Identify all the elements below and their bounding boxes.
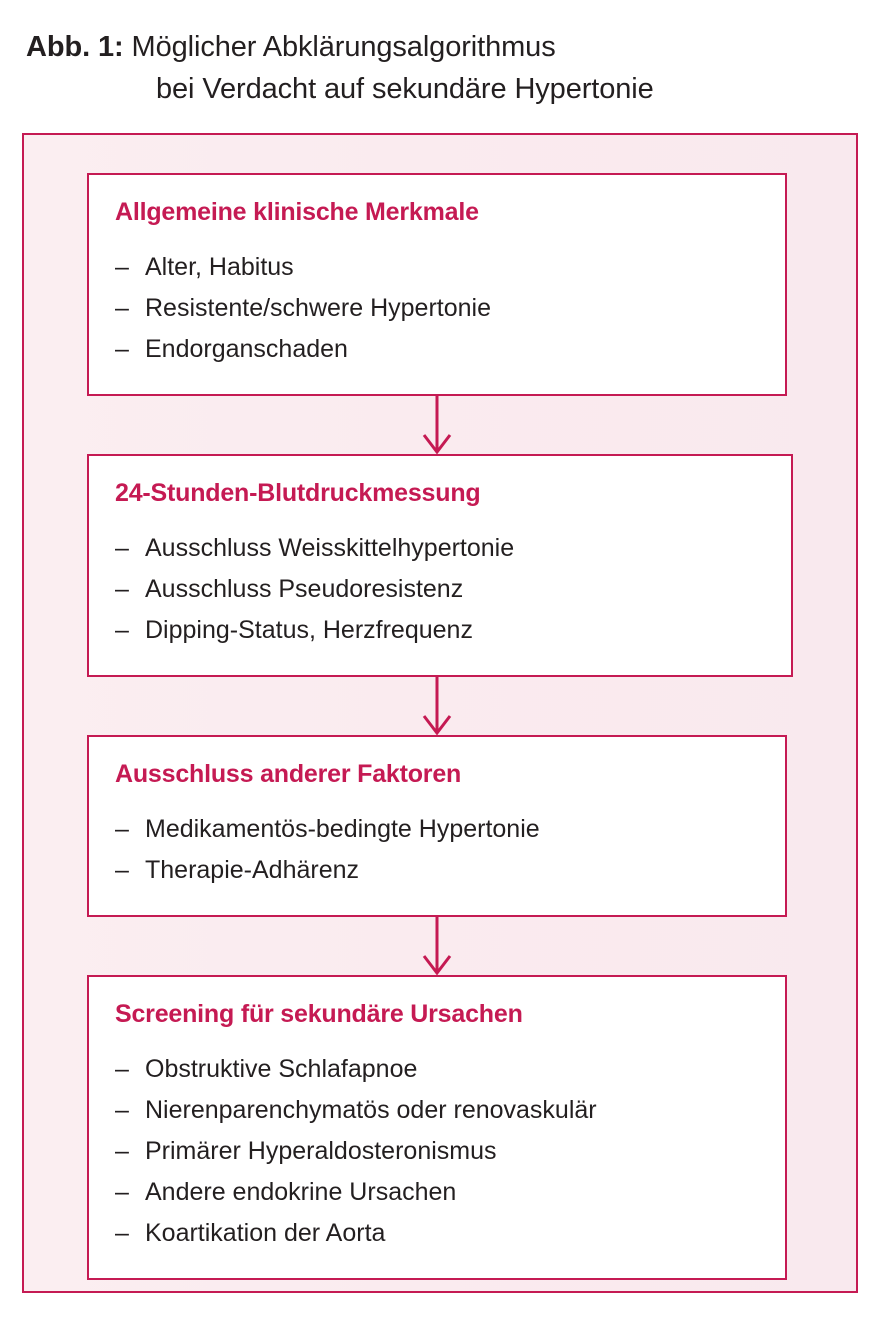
- list-item: –Resistente/schwere Hypertonie: [115, 288, 759, 329]
- list-item: –Endorganschaden: [115, 329, 759, 370]
- dash-bullet-icon: –: [115, 616, 129, 644]
- dash-bullet-icon: –: [115, 294, 129, 322]
- list-item: –Ausschluss Pseudoresistenz: [115, 569, 765, 610]
- dash-bullet-icon: –: [115, 253, 129, 281]
- figure-frame: Allgemeine klinische Merkmale –Alter, Ha…: [22, 133, 858, 1293]
- dash-bullet-icon: –: [115, 1219, 129, 1247]
- list-item-label: Obstruktive Schlafapnoe: [145, 1055, 418, 1083]
- list-item-label: Ausschluss Pseudoresistenz: [145, 575, 464, 603]
- dash-bullet-icon: –: [115, 335, 129, 363]
- flow-step-exclusion-other-factors: Ausschluss anderer Faktoren –Medikamentö…: [87, 735, 787, 917]
- list-item-label: Primärer Hyperaldosteronismus: [145, 1137, 497, 1165]
- list-item: –Alter, Habitus: [115, 247, 759, 288]
- caption-line-2: bei Verdacht auf sekundäre Hypertonie: [26, 68, 866, 110]
- list-item-label: Endorganschaden: [145, 335, 348, 363]
- dash-bullet-icon: –: [115, 534, 129, 562]
- dash-bullet-icon: –: [115, 856, 129, 884]
- list-item: –Koartikation der Aorta: [115, 1213, 759, 1254]
- arrow-down-icon: [422, 396, 452, 454]
- list-item-label: Nierenparenchymatös oder renovaskulär: [145, 1096, 597, 1124]
- list-item: –Ausschluss Weisskittelhypertonie: [115, 528, 765, 569]
- list-item: –Nierenparenchymatös oder renovaskulär: [115, 1090, 759, 1131]
- flow-step-24h-blood-pressure: 24-Stunden-Blutdruckmessung –Ausschluss …: [87, 454, 793, 677]
- step-title: Screening für sekundäre Ursachen: [115, 1000, 523, 1028]
- dash-bullet-icon: –: [115, 1178, 129, 1206]
- dash-bullet-icon: –: [115, 1096, 129, 1124]
- dash-bullet-icon: –: [115, 575, 129, 603]
- dash-bullet-icon: –: [115, 815, 129, 843]
- list-item-label: Koartikation der Aorta: [145, 1219, 386, 1247]
- arrow-down-icon: [422, 677, 452, 735]
- list-item-label: Resistente/schwere Hypertonie: [145, 294, 491, 322]
- step-title: Ausschluss anderer Faktoren: [115, 760, 462, 788]
- caption-text-line-2: bei Verdacht auf sekundäre Hypertonie: [156, 73, 654, 105]
- step-title: Allgemeine klinische Merkmale: [115, 198, 479, 226]
- list-item-label: Andere endokrine Ursachen: [145, 1178, 457, 1206]
- list-item-label: Alter, Habitus: [145, 253, 294, 281]
- step-item-list: –Medikamentös-bedingte Hypertonie –Thera…: [115, 809, 759, 891]
- list-item: –Therapie-Adhärenz: [115, 850, 759, 891]
- list-item-label: Dipping-Status, Herzfrequenz: [145, 616, 473, 644]
- caption-text-line-1: Möglicher Abklärungsalgorithmus: [131, 31, 556, 63]
- list-item-label: Therapie-Adhärenz: [145, 856, 360, 884]
- list-item: –Primärer Hyperaldosteronismus: [115, 1131, 759, 1172]
- list-item: –Obstruktive Schlafapnoe: [115, 1049, 759, 1090]
- list-item: –Medikamentös-bedingte Hypertonie: [115, 809, 759, 850]
- dash-bullet-icon: –: [115, 1137, 129, 1165]
- list-item: –Andere endokrine Ursachen: [115, 1172, 759, 1213]
- flow-step-general-clinical-features: Allgemeine klinische Merkmale –Alter, Ha…: [87, 173, 787, 396]
- step-item-list: –Obstruktive Schlafapnoe –Nierenparenchy…: [115, 1049, 759, 1254]
- step-title: 24-Stunden-Blutdruckmessung: [115, 479, 481, 507]
- figure-number-label: Abb. 1:: [26, 31, 124, 63]
- step-item-list: –Alter, Habitus –Resistente/schwere Hype…: [115, 247, 759, 370]
- flow-connector: [87, 917, 787, 975]
- list-item: –Dipping-Status, Herzfrequenz: [115, 610, 765, 651]
- dash-bullet-icon: –: [115, 1055, 129, 1083]
- arrow-down-icon: [422, 917, 452, 975]
- flow-step-screening-secondary-causes: Screening für sekundäre Ursachen –Obstru…: [87, 975, 787, 1280]
- caption-line-1: Abb. 1: Möglicher Abklärungsalgorithmus: [26, 26, 866, 68]
- flow-connector: [87, 396, 787, 454]
- step-item-list: –Ausschluss Weisskittelhypertonie –Aussc…: [115, 528, 765, 651]
- list-item-label: Medikamentös-bedingte Hypertonie: [145, 815, 540, 843]
- flow-connector: [87, 677, 787, 735]
- figure-caption: Abb. 1: Möglicher Abklärungsalgorithmus …: [26, 26, 866, 110]
- flowchart: Allgemeine klinische Merkmale –Alter, Ha…: [87, 173, 817, 1280]
- list-item-label: Ausschluss Weisskittelhypertonie: [145, 534, 515, 562]
